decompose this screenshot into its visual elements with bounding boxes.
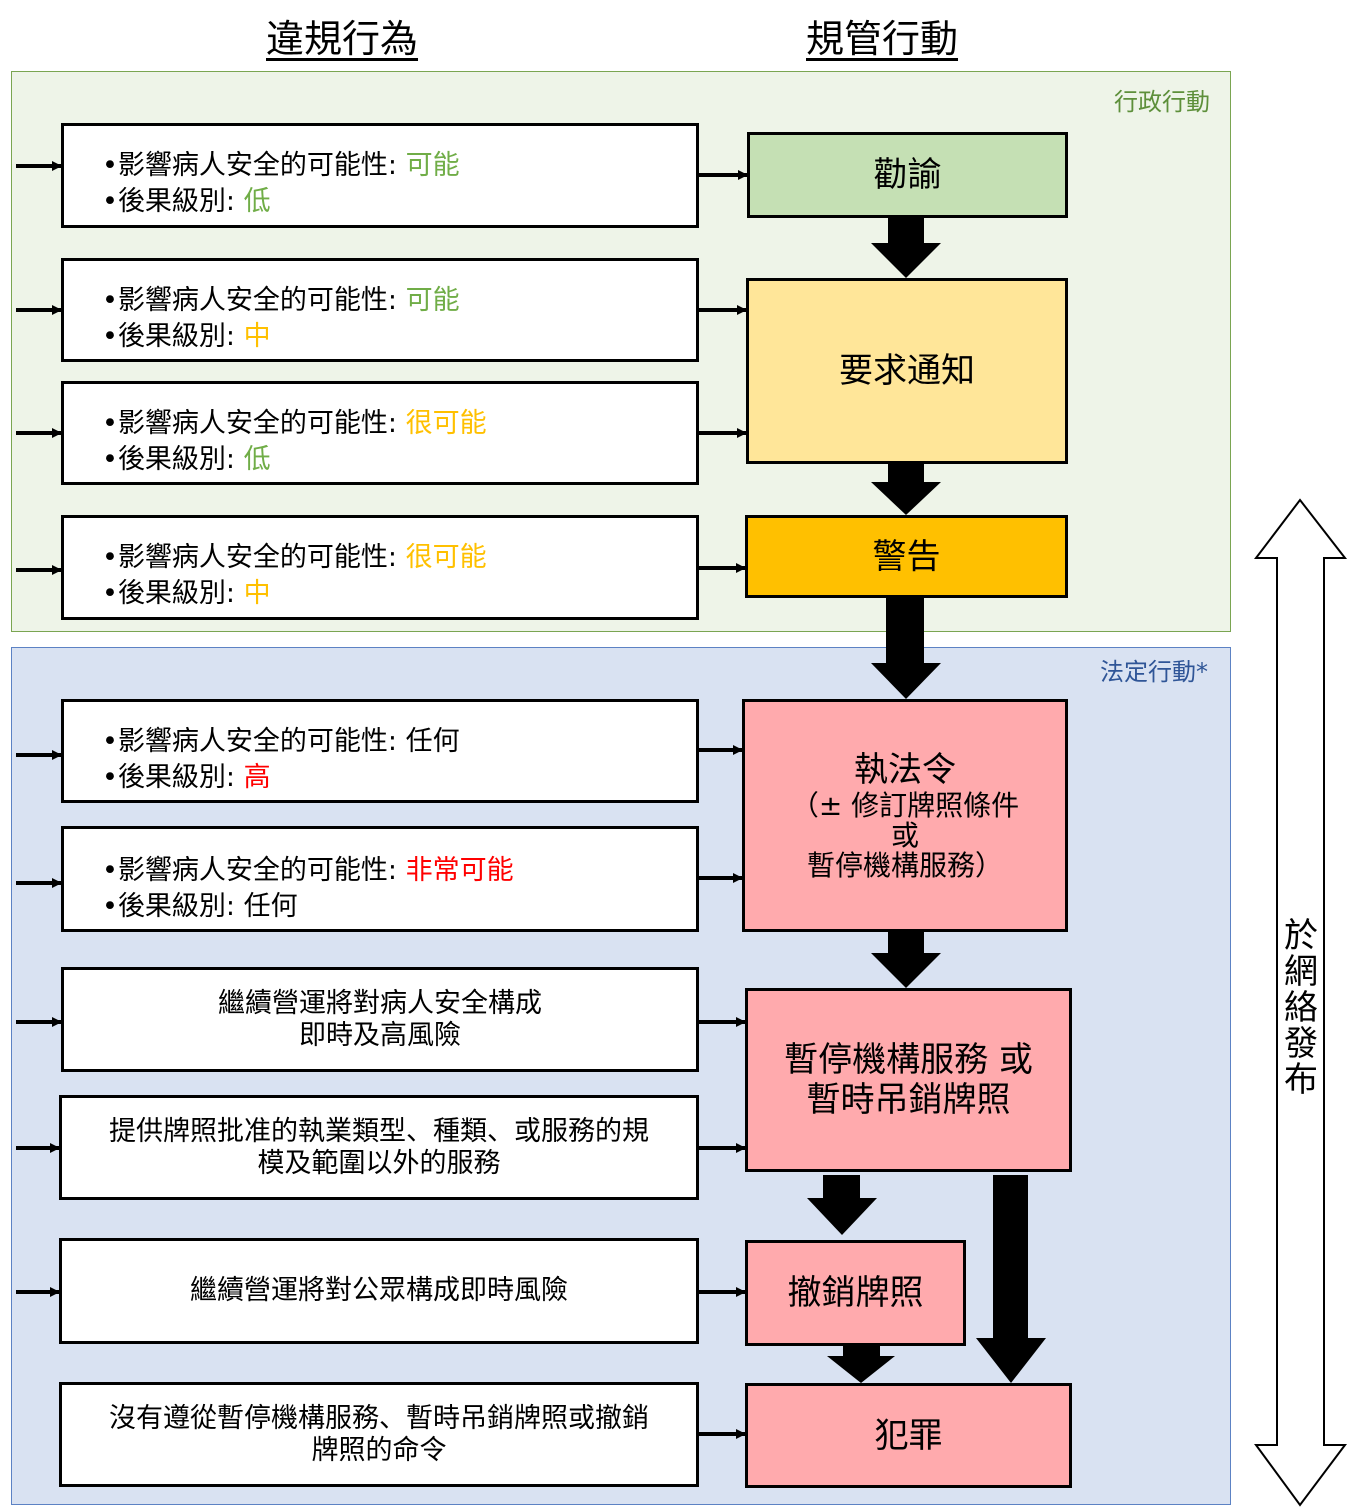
severity-value: 中 [243,321,271,352]
enforcement-order-box: 執法令 （± 修訂牌照條件 或 暫停機構服務） [742,699,1068,932]
severity-line: •後果級別: 任何 [102,891,298,922]
actions-heading: 規管行動 [806,17,959,61]
violation-box-4: •影響病人安全的可能性: 很可能 •後果級別: 中 [61,515,699,620]
escalation-arrow [807,1175,877,1235]
severity-line: •後果級別: 高 [102,762,271,793]
violation-box-9: 繼續營運將對公眾構成即時風險 [59,1238,699,1344]
escalation-arrow [871,464,941,515]
revoke-licence-box: 撤銷牌照 [745,1240,966,1346]
enforcement-order-detail: 或 [890,819,919,852]
severity-value: 高 [243,762,271,793]
warning-box: 警告 [745,515,1068,598]
severity-line: •後果級別: 低 [102,444,271,475]
violation-box-10: 沒有遵從暫停機構服務、暫時吊銷牌照或撤銷牌照的命令 [59,1382,699,1487]
violation-box-1: •影響病人安全的可能性: 可能 •後果級別: 低 [61,123,699,228]
violation-box-6: •影響病人安全的可能性: 非常可能 •後果級別: 任何 [61,826,699,932]
violation-box-7: 繼續營運將對病人安全構成即時及高風險 [61,967,699,1072]
suspension-label: 暫時吊銷牌照 [806,1080,1011,1120]
severity-line: •後果級別: 低 [102,186,271,217]
likelihood-value: 很可能 [405,542,487,573]
notice-label: 要求通知 [839,351,975,391]
severity-value: 低 [243,444,271,475]
violation-box-5: •影響病人安全的可能性: 任何 •後果級別: 高 [61,699,699,803]
advice-label: 勸諭 [873,155,942,195]
likelihood-line: •影響病人安全的可能性: 可能 [102,150,460,181]
violation-text: 沒有遵從暫停機構服務、暫時吊銷牌照或撤銷 [109,1402,649,1434]
likelihood-value: 非常可能 [405,855,514,886]
escalation-arrow [871,218,941,278]
escalation-arrow [827,1346,895,1383]
likelihood-value: 很可能 [405,408,487,439]
escalation-arrow [871,598,941,699]
likelihood-line: •影響病人安全的可能性: 非常可能 [102,855,514,886]
enforcement-order-detail: （± 修訂牌照條件 [790,789,1020,822]
violation-text: 模及範圍以外的服務 [257,1147,501,1179]
likelihood-value: 任何 [405,726,460,757]
admin-section-label: 行政行動 [1114,88,1210,116]
violation-box-8: 提供牌照批准的執業類型、種類、或服務的規模及範圍以外的服務 [59,1095,699,1200]
publication-double-arrow [1253,498,1348,1507]
suspension-box: 暫停機構服務 或 暫時吊銷牌照 [745,988,1072,1172]
escalation-arrow [871,932,941,988]
violation-text: 繼續營運將對公眾構成即時風險 [190,1275,568,1306]
violations-heading: 違規行為 [266,17,419,61]
violation-text: 提供牌照批准的執業類型、種類、或服務的規 [109,1115,649,1147]
likelihood-value: 可能 [405,285,460,316]
enforcement-order-detail: 暫停機構服務） [806,849,1003,882]
severity-line: •後果級別: 中 [102,578,271,609]
severity-line: •後果級別: 中 [102,321,271,352]
severity-value: 中 [243,578,271,609]
likelihood-line: •影響病人安全的可能性: 任何 [102,726,460,757]
advice-box: 勸諭 [747,132,1068,218]
publication-label: 於網絡發布 [1284,916,1318,1100]
statutory-section-label: 法定行動* [1100,658,1208,686]
warning-label: 警告 [872,536,941,577]
severity-value: 低 [243,186,271,217]
likelihood-value: 可能 [405,150,460,181]
enforcement-order-title: 執法令 [854,750,956,790]
suspension-label: 暫停機構服務 或 [784,1040,1033,1080]
offence-box: 犯罪 [745,1383,1072,1488]
likelihood-line: •影響病人安全的可能性: 可能 [102,285,460,316]
likelihood-line: •影響病人安全的可能性: 很可能 [102,408,487,439]
violation-text: 牌照的命令 [311,1434,447,1466]
violation-box-2: •影響病人安全的可能性: 可能 •後果級別: 中 [61,258,699,362]
revoke-licence-label: 撤銷牌照 [787,1273,924,1313]
violation-box-3: •影響病人安全的可能性: 很可能 •後果級別: 低 [61,381,699,485]
severity-value: 任何 [243,891,298,922]
offence-label: 犯罪 [874,1415,943,1456]
escalation-arrow [976,1175,1046,1383]
notice-box: 要求通知 [746,278,1068,464]
violation-text: 即時及高風險 [299,1019,461,1051]
likelihood-line: •影響病人安全的可能性: 很可能 [102,542,487,573]
violation-text: 繼續營運將對病人安全構成 [218,987,542,1019]
